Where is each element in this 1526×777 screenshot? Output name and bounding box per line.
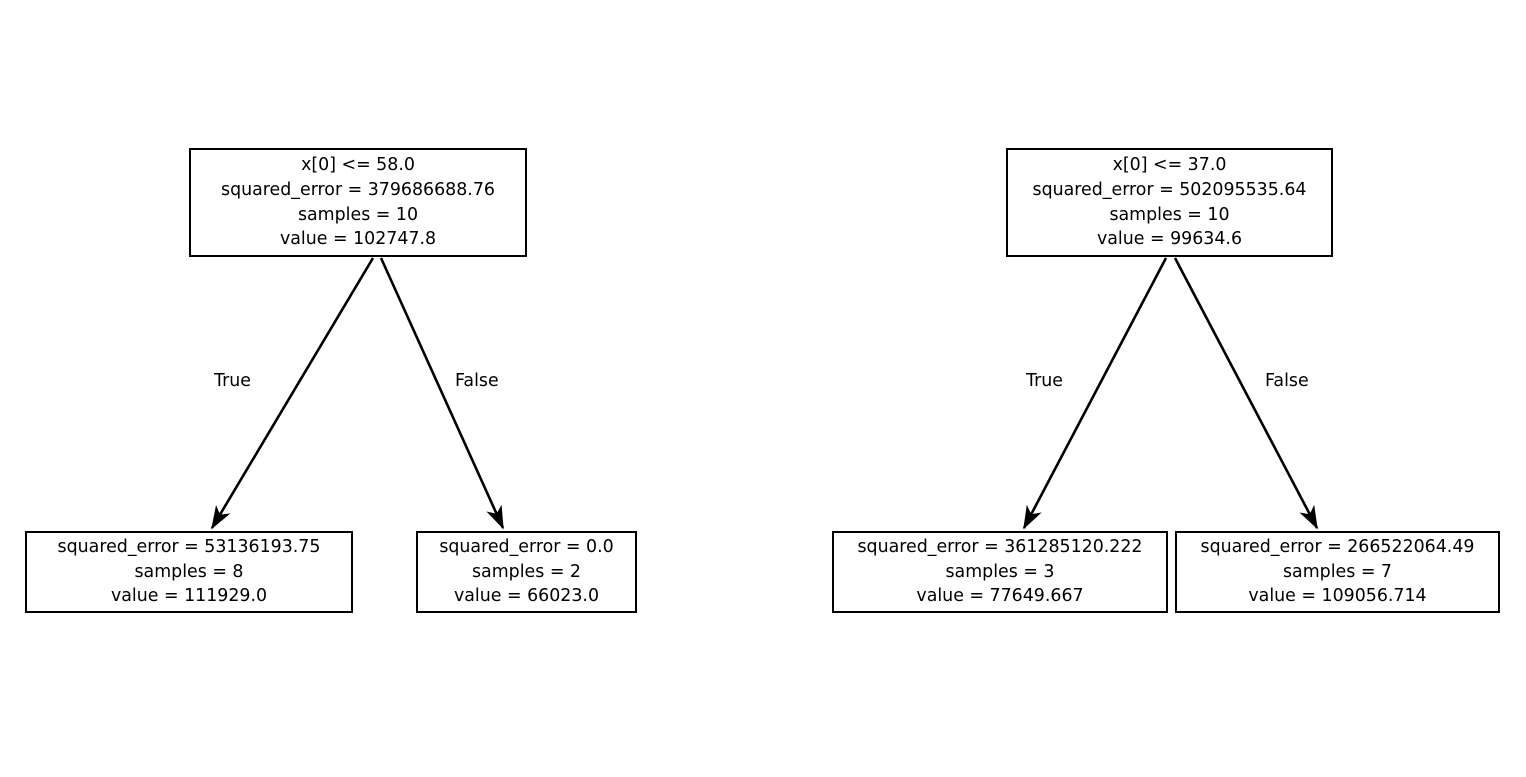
- tree-left-edge-label-true: True: [214, 371, 251, 391]
- node-condition: x[0] <= 58.0: [301, 155, 415, 176]
- tree-right-root-node[interactable]: x[0] <= 37.0 squared_error = 502095535.6…: [1006, 148, 1333, 257]
- node-samples: samples = 10: [297, 204, 419, 225]
- node-samples: samples = 2: [472, 561, 581, 582]
- node-value: value = 99634.6: [1096, 229, 1243, 250]
- tree-left-leaf-node-false[interactable]: squared_error = 0.0 samples = 2 value = …: [416, 531, 637, 613]
- node-value: value = 111929.0: [110, 586, 268, 607]
- node-samples: samples = 3: [945, 561, 1055, 582]
- tree-left-edge-label-false: False: [455, 371, 499, 391]
- tree-edge: [1173, 257, 1319, 530]
- node-squared-error: squared_error = 266522064.49: [1200, 536, 1475, 557]
- node-squared-error: squared_error = 361285120.222: [857, 536, 1143, 557]
- node-samples: samples = 8: [134, 561, 244, 582]
- node-value: value = 102747.8: [279, 229, 437, 250]
- tree-edge: [1022, 257, 1168, 530]
- tree-edge: [379, 257, 505, 530]
- node-value: value = 66023.0: [453, 586, 600, 607]
- node-squared-error: squared_error = 0.0: [439, 536, 614, 557]
- node-samples: samples = 7: [1283, 561, 1392, 582]
- node-value: value = 109056.714: [1248, 586, 1427, 607]
- node-value: value = 77649.667: [916, 586, 1084, 607]
- node-squared-error: squared_error = 502095535.64: [1032, 179, 1307, 200]
- node-samples: samples = 10: [1109, 204, 1230, 225]
- tree-right-edge-label-true: True: [1026, 371, 1063, 391]
- tree-left-root-node[interactable]: x[0] <= 58.0 squared_error = 379686688.7…: [189, 148, 527, 257]
- tree-left-leaf-node-true[interactable]: squared_error = 53136193.75 samples = 8 …: [25, 531, 353, 613]
- tree-right-edge-label-false: False: [1265, 371, 1309, 391]
- node-condition: x[0] <= 37.0: [1112, 155, 1227, 176]
- tree-right-leaf-node-false[interactable]: squared_error = 266522064.49 samples = 7…: [1175, 531, 1500, 613]
- node-squared-error: squared_error = 53136193.75: [57, 536, 321, 557]
- tree-right-leaf-node-true[interactable]: squared_error = 361285120.222 samples = …: [832, 531, 1168, 613]
- tree-edge: [210, 257, 375, 530]
- node-squared-error: squared_error = 379686688.76: [221, 179, 495, 200]
